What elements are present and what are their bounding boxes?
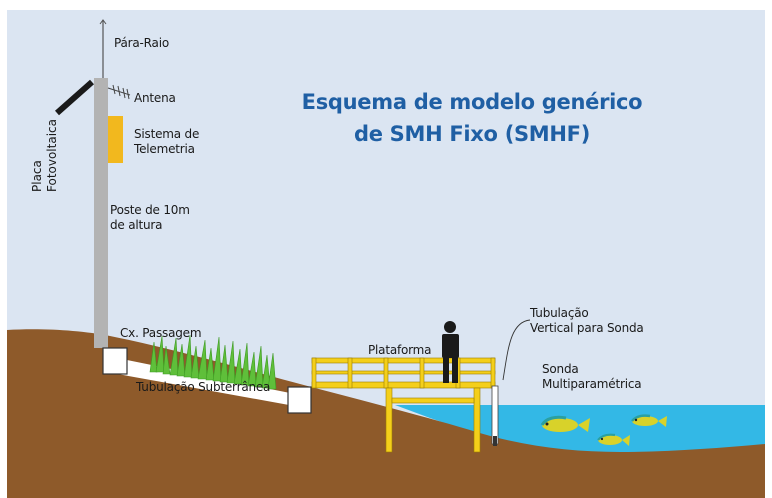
pole-label-line-2: de altura xyxy=(110,218,163,232)
fish-icon-3 xyxy=(597,433,630,446)
solar-panel xyxy=(55,79,94,116)
solar-panel-label-line-1: Placa xyxy=(30,160,44,192)
pole xyxy=(94,78,108,348)
telemetry-label: Sistema de Telemetria xyxy=(134,127,199,157)
lightning-rod-tip xyxy=(99,19,107,25)
fish-icon-2 xyxy=(631,414,667,427)
fish-icon xyxy=(540,415,590,432)
telemetry-label-line-1: Sistema de xyxy=(134,127,200,141)
probe-label-line-1: Sonda xyxy=(542,362,579,376)
junction-box-label: Cx. Passagem xyxy=(120,326,202,340)
title-line-2: de SMH Fixo (SMHF) xyxy=(353,122,591,146)
leader-line xyxy=(502,319,531,381)
junction-box xyxy=(102,347,128,375)
junction-box-2 xyxy=(287,386,312,414)
vertical-pipe xyxy=(491,385,499,445)
diagram-title: Esquema de modelo genérico de SMH Fixo (… xyxy=(262,86,682,150)
antenna-icon xyxy=(107,84,131,100)
antenna-label: Antena xyxy=(134,91,176,105)
pole-label: Poste de 10m de altura xyxy=(110,203,190,233)
vertical-pipe-label: Tubulação Vertical para Sonda xyxy=(530,306,644,336)
water xyxy=(395,405,765,462)
probe-label-line-2: Multiparamétrica xyxy=(542,377,642,391)
solar-panel-label-line-2: Fotovoltaica xyxy=(45,119,59,192)
title-line-1: Esquema de modelo genérico xyxy=(301,90,643,114)
underground-pipe-label: Tubulação Subterrânea xyxy=(136,380,271,394)
probe xyxy=(493,436,497,446)
pole-label-line-1: Poste de 10m xyxy=(110,203,190,217)
platform-label: Plataforma xyxy=(368,343,432,357)
person-icon xyxy=(442,321,459,383)
solar-panel-label: Placa Fotovoltaica xyxy=(30,119,60,192)
platform xyxy=(311,357,496,453)
grass xyxy=(149,334,277,390)
telemetry-box xyxy=(108,116,123,163)
probe-label: Sonda Multiparamétrica xyxy=(542,362,642,392)
vertical-pipe-label-line-1: Tubulação xyxy=(530,306,589,320)
lightning-rod-label: Pára-Raio xyxy=(114,36,169,50)
vertical-pipe-label-line-2: Vertical para Sonda xyxy=(530,321,644,335)
telemetry-label-line-2: Telemetria xyxy=(134,142,195,156)
